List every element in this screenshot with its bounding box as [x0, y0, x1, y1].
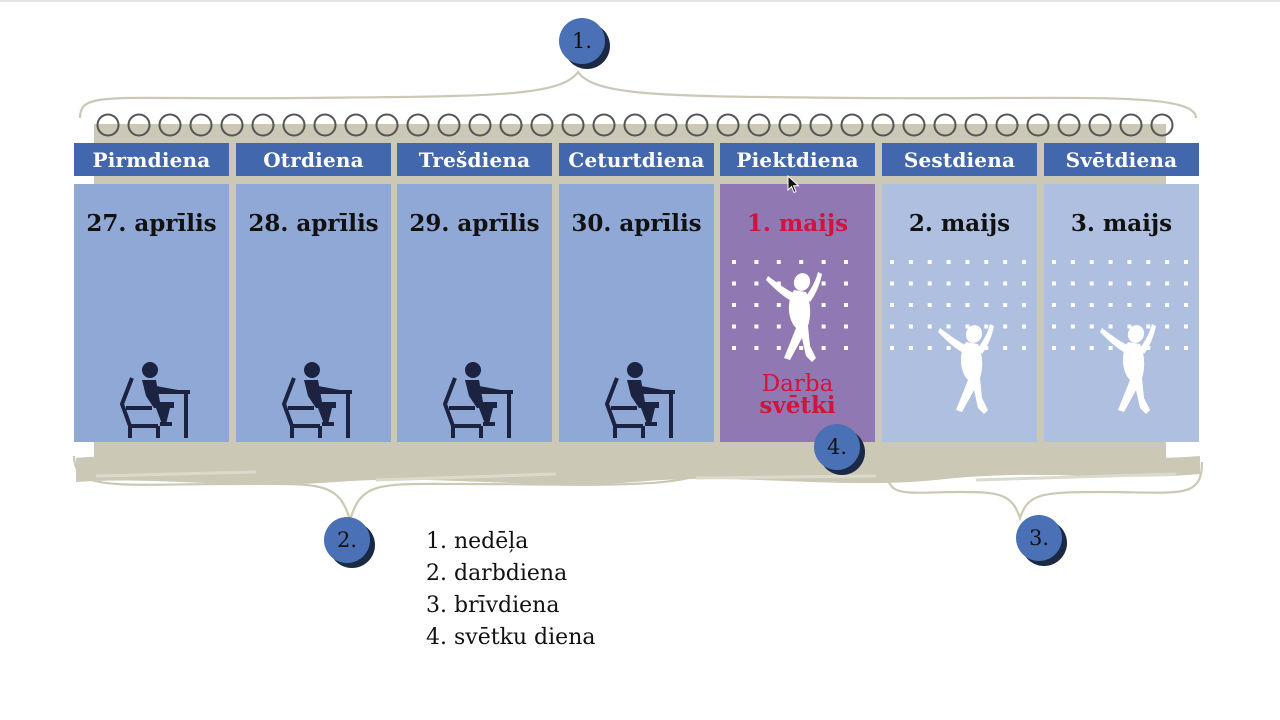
- date-label: 3. maijs: [1070, 210, 1173, 237]
- spiral-ring: [747, 113, 771, 137]
- legend-item-workday: 2. darbdiena: [426, 561, 568, 586]
- calendar-bottom-edge: [76, 453, 1200, 485]
- spiral-ring: [282, 113, 306, 137]
- spiral-ring: [1088, 113, 1112, 137]
- mouse-pointer-icon: [787, 175, 800, 194]
- day-panel-saturday: 2. maijs: [882, 184, 1037, 442]
- callout-dayoff: 3.: [1016, 515, 1062, 561]
- confetti-dots: [732, 260, 848, 350]
- person-at-desk-icon: [443, 362, 513, 438]
- date-label: 27. aprīlis: [86, 210, 217, 237]
- spiral-ring: [1150, 113, 1174, 137]
- spiral-ring: [1119, 113, 1143, 137]
- date-label: 1. maijs: [746, 210, 849, 237]
- spiral-ring: [313, 113, 337, 137]
- spiral-ring: [964, 113, 988, 137]
- spiral-ring: [1026, 113, 1050, 137]
- date-label: 29. aprīlis: [409, 210, 540, 237]
- spiral-ring: [251, 113, 275, 137]
- legend-item-week: 1. nedēļa: [426, 529, 529, 554]
- person-at-desk-icon: [120, 362, 190, 438]
- person-at-desk-icon: [282, 362, 352, 438]
- jumping-person-icon: [1100, 324, 1156, 414]
- day-header-monday: Pirmdiena: [74, 143, 229, 176]
- spiral-ring: [127, 113, 151, 137]
- day-panel-wednesday: 29. aprīlis: [397, 184, 552, 442]
- spiral-ring: [654, 113, 678, 137]
- legend-list: 1. nedēļa 2. darbdiena 3. brīvdiena 4. s…: [426, 526, 595, 654]
- spiral-ring: [902, 113, 926, 137]
- legend-item-holiday: 4. svētku diena: [426, 625, 596, 650]
- day-header-thursday: Ceturtdiena: [559, 143, 714, 176]
- spiral-ring: [437, 113, 461, 137]
- spiral-ring: [592, 113, 616, 137]
- day-header-tuesday: Otrdiena: [236, 143, 391, 176]
- callout-holiday: 4.: [814, 424, 860, 470]
- legend-item-dayoff: 3. brīvdiena: [426, 593, 560, 618]
- jumping-person-icon: [938, 324, 994, 414]
- spiral-ring: [220, 113, 244, 137]
- spiral-ring: [561, 113, 585, 137]
- spiral-ring: [499, 113, 523, 137]
- day-panel-thursday: 30. aprīlis: [559, 184, 714, 442]
- day-header-saturday: Sestdiena: [882, 143, 1037, 176]
- day-header-sunday: Svētdiena: [1044, 143, 1199, 176]
- confetti-dots: [1052, 260, 1188, 350]
- workday-brace: [72, 455, 720, 524]
- jumping-person-icon: [766, 272, 822, 362]
- day-panel-tuesday: 28. aprīlis: [236, 184, 391, 442]
- spiral-ring: [685, 113, 709, 137]
- callout-workday: 2.: [324, 517, 370, 563]
- spiral-ring: [716, 113, 740, 137]
- spiral-ring: [189, 113, 213, 137]
- spiral-ring: [871, 113, 895, 137]
- spiral-ring: [158, 113, 182, 137]
- spiral-ring: [809, 113, 833, 137]
- spiral-ring: [344, 113, 368, 137]
- spiral-ring: [375, 113, 399, 137]
- week-brace: [78, 70, 1198, 119]
- spiral-ring: [840, 113, 864, 137]
- day-panel-monday: 27. aprīlis: [74, 184, 229, 442]
- top-border: [0, 0, 1280, 2]
- person-at-desk-icon: [605, 362, 675, 438]
- day-panel-friday: 1. maijs Darba svētki: [720, 184, 875, 442]
- spiral-ring: [995, 113, 1019, 137]
- callout-week: 1.: [559, 18, 605, 64]
- spiral-ring: [623, 113, 647, 137]
- spiral-ring: [1057, 113, 1081, 137]
- spiral-ring: [778, 113, 802, 137]
- spiral-binding: [96, 113, 1174, 137]
- spiral-ring: [933, 113, 957, 137]
- spiral-ring: [468, 113, 492, 137]
- date-label: 2. maijs: [908, 210, 1011, 237]
- date-label: 28. aprīlis: [248, 210, 379, 237]
- spiral-ring: [406, 113, 430, 137]
- day-panel-sunday: 3. maijs: [1044, 184, 1199, 442]
- holiday-name-line1: Darba: [761, 371, 834, 397]
- day-header-friday: Piektdiena: [720, 143, 875, 176]
- day-header-wednesday: Trešdiena: [397, 143, 552, 176]
- date-label: 30. aprīlis: [571, 210, 702, 237]
- dayoff-brace: [884, 461, 1204, 522]
- holiday-name-line2: svētki: [759, 392, 836, 419]
- spiral-ring: [96, 113, 120, 137]
- spiral-ring: [530, 113, 554, 137]
